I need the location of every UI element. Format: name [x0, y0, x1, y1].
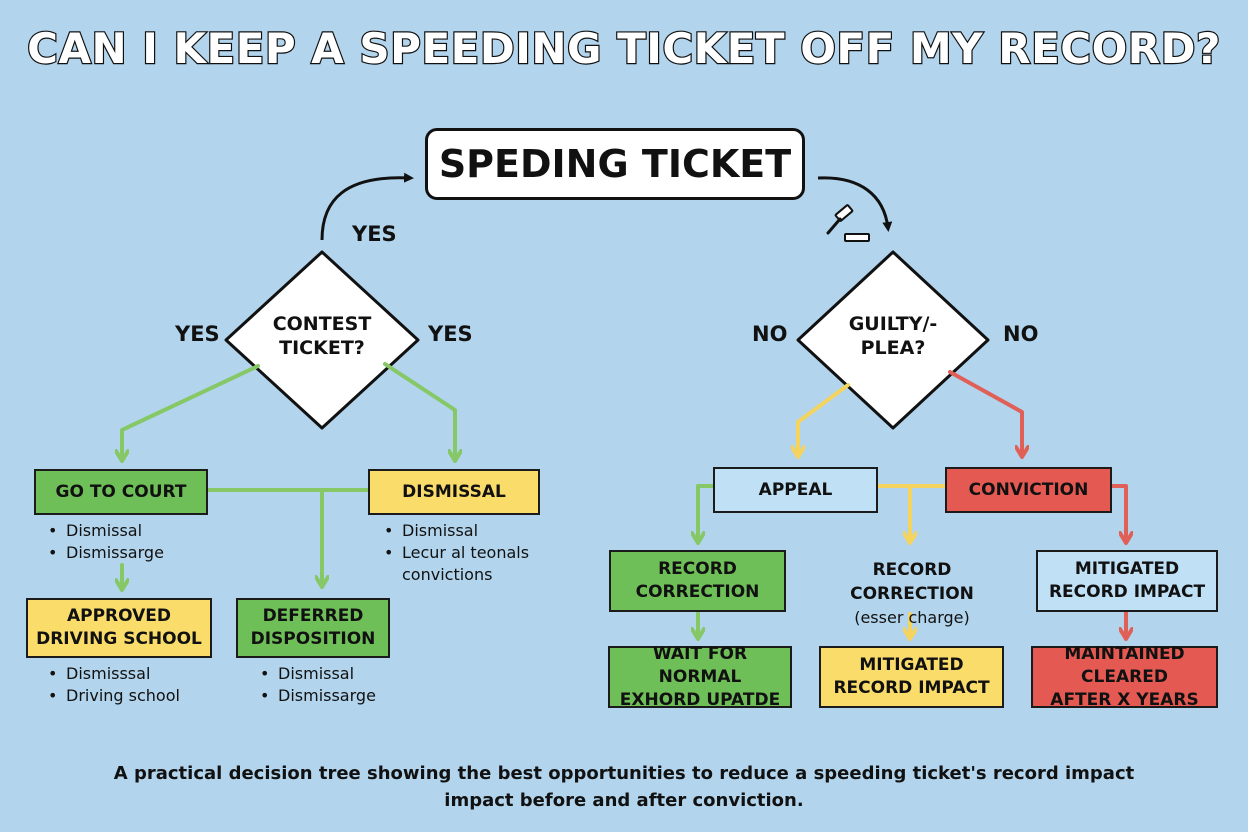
- mitigated-record-impact-top-node: MITIGATED RECORD IMPACT: [1036, 550, 1218, 612]
- root-node-speeding-ticket: SPEDING TICKET: [425, 128, 805, 200]
- wait-for-normal-update-node: WAIT FOR NORMAL EXHORD UPATDE: [608, 643, 792, 710]
- page-title: CAN I KEEP A SPEEDING TICKET OFF MY RECO…: [26, 23, 1222, 74]
- maintained-line1: MAINTAINED CLEARED: [1064, 643, 1185, 687]
- school-line1: APPROVED: [66, 606, 172, 626]
- deferred-bullet-1: Dismissal: [260, 663, 376, 685]
- arrow-contest-to-dismissal: [383, 362, 455, 456]
- guilty-plea-decision-diamond: [796, 250, 990, 430]
- dismissal-bullets: Dismissal Lecur al teonals convictions: [384, 520, 529, 586]
- caption: A practical decision tree showing the be…: [0, 760, 1248, 814]
- wait-line1: WAIT FOR NORMAL: [652, 643, 748, 687]
- record-correction-line2: CORRECTION: [635, 582, 760, 602]
- edge-label-contest-right: YES: [428, 322, 473, 346]
- guilty-plea-line2: PLEA?: [860, 337, 926, 359]
- maintained-cleared-node: MAINTAINED CLEARED AFTER X YEARS: [1031, 643, 1218, 710]
- mitigated-bottom-line2: RECORD IMPACT: [833, 678, 990, 698]
- guilty-plea-decision-label: GUILTY/- PLEA?: [833, 312, 953, 360]
- school-bullet-2: Driving school: [48, 685, 180, 707]
- record-correction-line1: RECORD: [658, 559, 737, 579]
- deferred-disposition-node: DEFERRED DISPOSITION: [236, 598, 390, 658]
- mitigated-top-line2: RECORD IMPACT: [1048, 582, 1206, 602]
- arrow-plea-to-appeal: [798, 383, 850, 452]
- contest-decision-line1: CONTEST: [272, 313, 372, 335]
- conviction-node: CONVICTION: [945, 467, 1112, 513]
- arrow-from-root: [817, 176, 893, 232]
- school-line2: DRIVING SCHOOL: [36, 629, 202, 649]
- edge-label-plea-left: NO: [752, 322, 788, 346]
- record-correction-plain-line1: RECORD CORRECTION: [850, 560, 974, 604]
- guilty-plea-line1: GUILTY/-: [848, 313, 938, 335]
- wait-line2: EXHORD UPATDE: [619, 689, 781, 710]
- caption-line1: A practical decision tree showing the be…: [113, 763, 1135, 784]
- record-correction-plain-line2: (esser charge): [854, 608, 970, 627]
- school-bullets: Dismisssal Driving school: [48, 663, 180, 707]
- mitigated-bottom-line1: MITIGATED: [859, 655, 964, 675]
- appeal-node: APPEAL: [713, 467, 878, 513]
- contest-decision-line2: TICKET?: [279, 337, 365, 359]
- court-bullet-2: Dismissarge: [48, 542, 164, 564]
- go-to-court-node: GO TO COURT: [34, 469, 208, 515]
- deferred-line1: DEFERRED: [262, 606, 364, 626]
- arrow-plea-to-conviction: [948, 370, 1022, 452]
- record-correction-node: RECORD CORRECTION: [609, 550, 786, 612]
- contest-decision-diamond: [224, 250, 420, 430]
- deferred-bullets: Dismissal Dismissarge: [260, 663, 376, 707]
- dismissal-bullet-2: Lecur al teonals: [384, 542, 529, 564]
- edge-label-plea-right: NO: [1003, 322, 1039, 346]
- record-correction-lesser-charge: RECORD CORRECTION (esser charge): [812, 558, 1012, 630]
- arrow-to-root: [320, 172, 414, 241]
- dismissal-bullet-1: Dismissal: [384, 520, 529, 542]
- court-bullet-1: Dismissal: [48, 520, 164, 542]
- arrow-appeal-to-record-correction: [698, 484, 715, 538]
- maintained-line2: AFTER X YEARS: [1050, 689, 1199, 710]
- arrow-conviction-to-mitigated: [1110, 484, 1126, 538]
- caption-line2: impact before and after conviction.: [444, 790, 804, 811]
- mitigated-top-line1: MITIGATED: [1074, 559, 1180, 579]
- dismissal-node: DISMISSAL: [368, 469, 540, 515]
- contest-decision-label: CONTEST TICKET?: [262, 312, 382, 360]
- court-bullets: Dismissal Dismissarge: [48, 520, 164, 564]
- deferred-bullet-2: Dismissarge: [260, 685, 376, 707]
- edge-label-top: YES: [352, 222, 397, 246]
- dismissal-bullet-2-continued: convictions: [402, 565, 493, 584]
- arrow-contest-to-court: [122, 364, 260, 456]
- gavel-icon: [826, 204, 870, 242]
- school-bullet-1: Dismisssal: [48, 663, 180, 685]
- mitigated-record-impact-bottom-node: MITIGATED RECORD IMPACT: [819, 646, 1004, 708]
- deferred-line2: DISPOSITION: [250, 629, 376, 649]
- approved-driving-school-node: APPROVED DRIVING SCHOOL: [26, 598, 212, 658]
- edge-label-contest-left: YES: [175, 322, 220, 346]
